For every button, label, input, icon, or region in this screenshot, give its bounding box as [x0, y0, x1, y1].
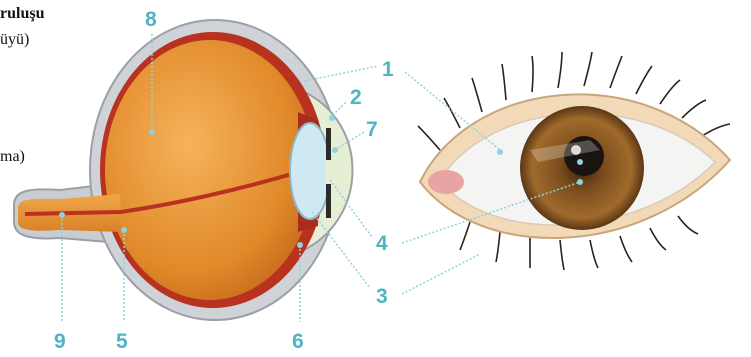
- label-2: 2: [350, 86, 362, 109]
- lens: [290, 123, 330, 219]
- front-view-eye: [418, 52, 730, 270]
- label-8: 8: [145, 8, 157, 31]
- label-1: 1: [382, 58, 394, 81]
- label-6: 6: [292, 330, 304, 353]
- label-3: 3: [376, 285, 388, 308]
- caruncle: [428, 170, 464, 194]
- label-4: 4: [376, 232, 388, 255]
- vitreous-body: [105, 40, 315, 300]
- label-7: 7: [366, 118, 378, 141]
- label-9: 9: [54, 330, 66, 353]
- eyeball-cross-section: [14, 20, 353, 320]
- label-5: 5: [116, 330, 128, 353]
